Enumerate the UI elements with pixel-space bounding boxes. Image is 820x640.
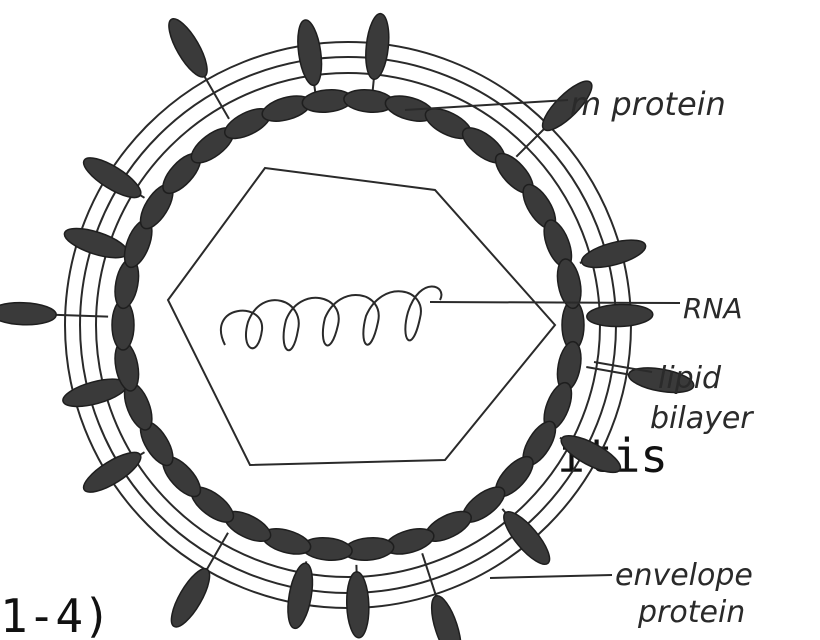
spike-stalk: [422, 553, 437, 599]
spike-head: [363, 13, 392, 81]
spike-head: [586, 303, 653, 327]
spike-stalk: [206, 533, 229, 572]
m-protein-ring: [111, 88, 584, 563]
spike-head: [162, 14, 214, 82]
spike-head: [579, 235, 648, 273]
background-text-line2: 1-4): [0, 589, 111, 640]
spike-head: [346, 571, 370, 638]
spike-head: [164, 564, 216, 632]
spike-head: [284, 561, 317, 630]
spike-head: [61, 222, 131, 263]
rna-coil: [221, 286, 442, 350]
spike-head: [0, 302, 57, 326]
spike-stalk: [53, 315, 108, 317]
label-protein: protein: [637, 595, 745, 630]
label-m-protein: m protein: [570, 85, 726, 123]
spike-head: [426, 593, 467, 640]
label-rna: RNA: [683, 292, 743, 325]
spike-head: [294, 18, 325, 86]
label-lipid: lipid: [658, 361, 722, 396]
label-bilayer: bilayer: [650, 401, 754, 436]
label-envelope: envelope: [615, 558, 753, 593]
